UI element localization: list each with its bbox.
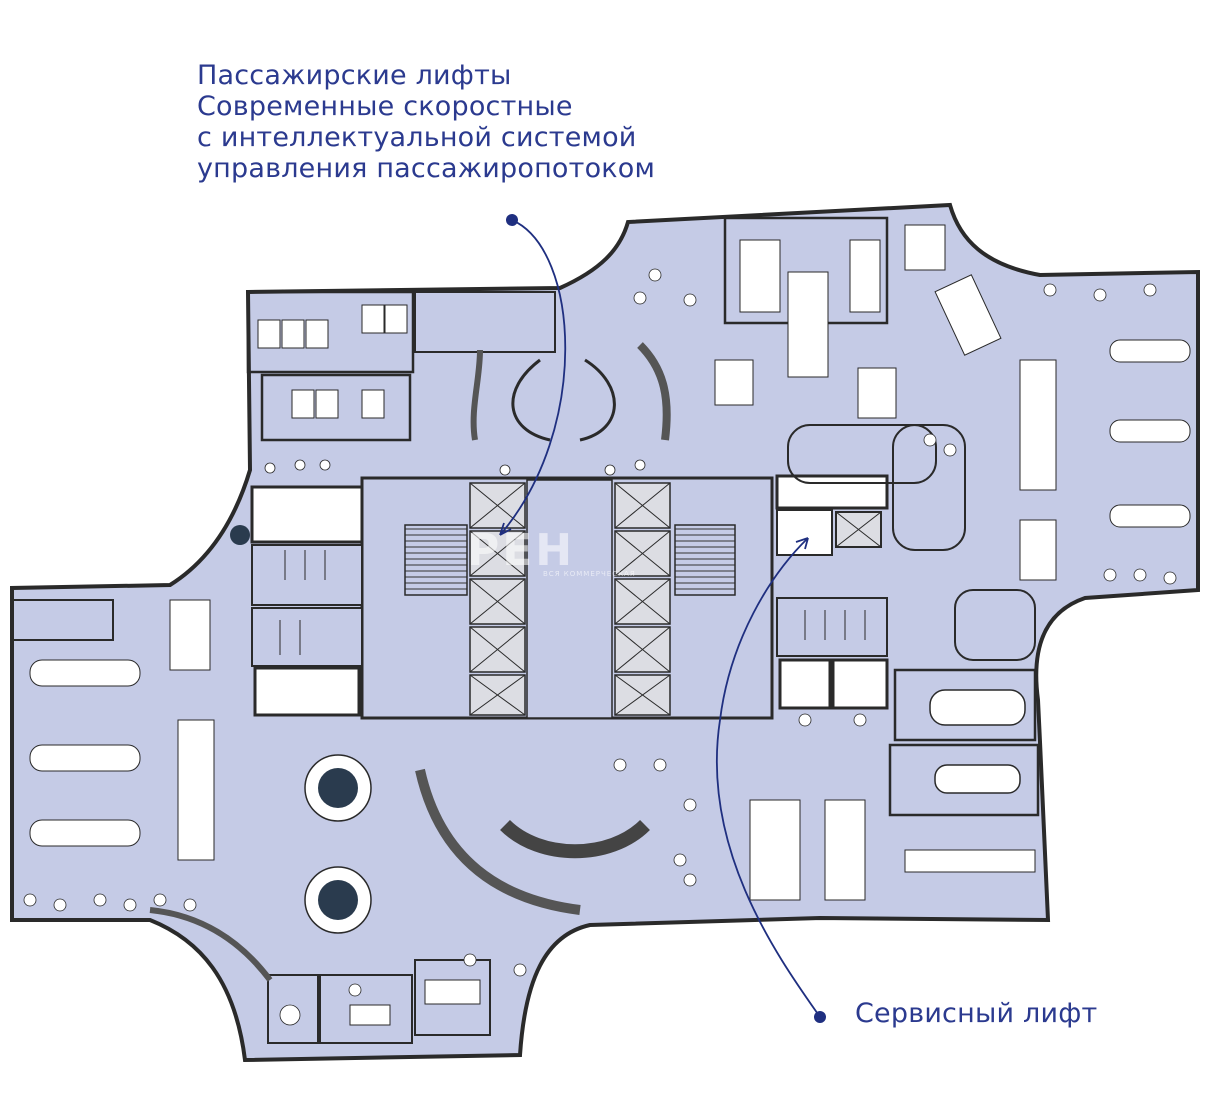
round-tables	[230, 525, 372, 934]
passenger-lifts-line-2: Современные скоростные	[197, 91, 573, 122]
watermark-brand: РЕН	[467, 525, 576, 576]
passenger-lifts-callout: Пассажирские лифты Современные скоростны…	[197, 60, 655, 184]
staircase-right	[674, 524, 736, 596]
elevator-lobby	[526, 479, 613, 719]
core-rooms-right	[775, 474, 889, 710]
reception-curves	[149, 342, 671, 982]
chairs	[23, 268, 1177, 1026]
rooms-top-right	[723, 216, 1036, 661]
passenger-elevators-right	[614, 482, 671, 716]
callout-arrow-service	[715, 537, 826, 1023]
desk-clusters	[29, 224, 1191, 1026]
watermark-tagline: ВСЯ КОММЕРЧЕСКАЯ	[543, 570, 636, 578]
rooms-bottom-left	[12, 599, 491, 1044]
passenger-lifts-line-1: Пассажирские лифты	[197, 60, 512, 91]
rooms-top-left	[246, 290, 556, 442]
round-table	[230, 525, 250, 545]
staircase-left	[404, 524, 468, 596]
rooms-bottom-right	[888, 668, 1040, 817]
passenger-lifts-line-3: с интеллектуальной системой	[197, 122, 637, 153]
wc-block-left	[250, 485, 364, 717]
service-lift-callout: Сервисный лифт	[855, 998, 1098, 1029]
passenger-lifts-line-4: управления пассажиропотоком	[197, 153, 656, 184]
callout-arrow-passenger	[499, 214, 567, 536]
passenger-elevators-left	[469, 482, 526, 716]
